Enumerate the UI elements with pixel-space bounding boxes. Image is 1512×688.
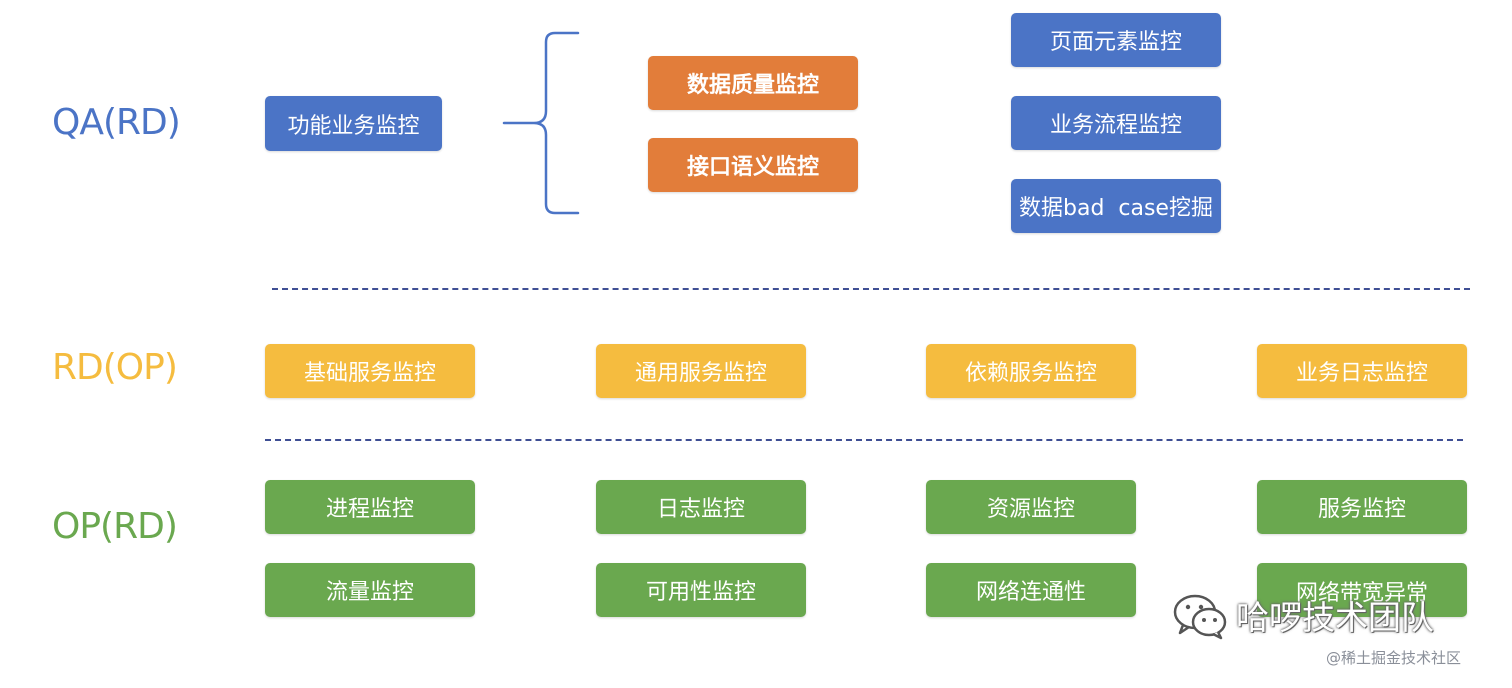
qa-middle-box-data-quality: 数据质量监控 — [648, 56, 858, 110]
op-box-availability: 可用性监控 — [596, 563, 806, 617]
qa-middle-box-interface-semantics: 接口语义监控 — [648, 138, 858, 192]
watermark-brand: 哈啰技术团队 — [1236, 598, 1434, 637]
op-box-bandwidth-anomaly: 网络带宽异常 — [1257, 563, 1467, 617]
op-box-traffic: 流量监控 — [265, 563, 475, 617]
layer-label-rd: RD(OP) — [52, 347, 178, 388]
rd-box-basic-service: 基础服务监控 — [265, 344, 475, 398]
qa-right-box-business-flow: 业务流程监控 — [1011, 96, 1221, 150]
qa-right-box-bad-case: 数据bad case挖掘 — [1011, 179, 1221, 233]
rd-box-business-log: 业务日志监控 — [1257, 344, 1467, 398]
divider-rd-op — [265, 439, 1463, 441]
op-box-network-connectivity: 网络连通性 — [926, 563, 1136, 617]
rd-box-common-service: 通用服务监控 — [596, 344, 806, 398]
op-box-resource: 资源监控 — [926, 480, 1136, 534]
layer-label-op: OP(RD) — [52, 506, 178, 547]
brace-connector — [502, 31, 580, 215]
op-box-service: 服务监控 — [1257, 480, 1467, 534]
op-box-process: 进程监控 — [265, 480, 475, 534]
layer-label-qa: QA(RD) — [52, 102, 181, 143]
watermark-credit: @稀土掘金技术社区 — [1326, 649, 1462, 667]
wechat-icon — [1173, 594, 1227, 640]
qa-main-box: 功能业务监控 — [265, 96, 442, 151]
divider-qa-rd — [272, 288, 1470, 290]
qa-right-box-page-elements: 页面元素监控 — [1011, 13, 1221, 67]
op-box-log: 日志监控 — [596, 480, 806, 534]
rd-box-dependency-service: 依赖服务监控 — [926, 344, 1136, 398]
